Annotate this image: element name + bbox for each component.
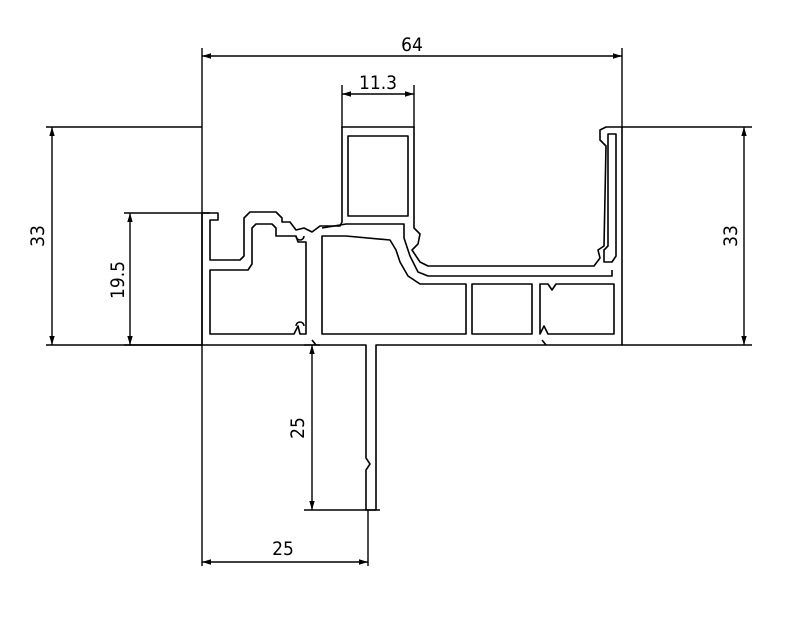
profile-floor-line <box>321 223 613 277</box>
chamber-right <box>539 283 615 335</box>
dim-label-stem-offset: 25 <box>272 538 294 560</box>
chamber-left <box>209 223 307 335</box>
notch-bottom-web <box>311 339 317 346</box>
dim-label-right-height: 33 <box>720 225 742 247</box>
profile-outer-contour <box>201 126 623 511</box>
profile-outline <box>201 126 623 511</box>
dim-label-channel-width: 11.3 <box>359 72 397 94</box>
notch-web <box>295 235 305 241</box>
extension-lines <box>46 48 752 566</box>
chamber-center-right <box>471 283 533 335</box>
dimension-lines <box>49 53 747 565</box>
dim-label-stem-length: 25 <box>287 417 309 439</box>
notch-bottom-center <box>541 339 547 346</box>
profile-channel-box <box>347 135 409 217</box>
dim-label-step-height: 19.5 <box>107 261 129 299</box>
chamber-middle <box>321 235 467 335</box>
dim-label-overall-width: 64 <box>401 34 423 56</box>
dimension-labels: 64 11.3 33 33 19.5 25 25 <box>27 34 742 560</box>
profile-right-slot <box>603 133 617 263</box>
notch-bottom-left <box>295 321 305 327</box>
dim-label-left-height: 33 <box>27 225 49 247</box>
